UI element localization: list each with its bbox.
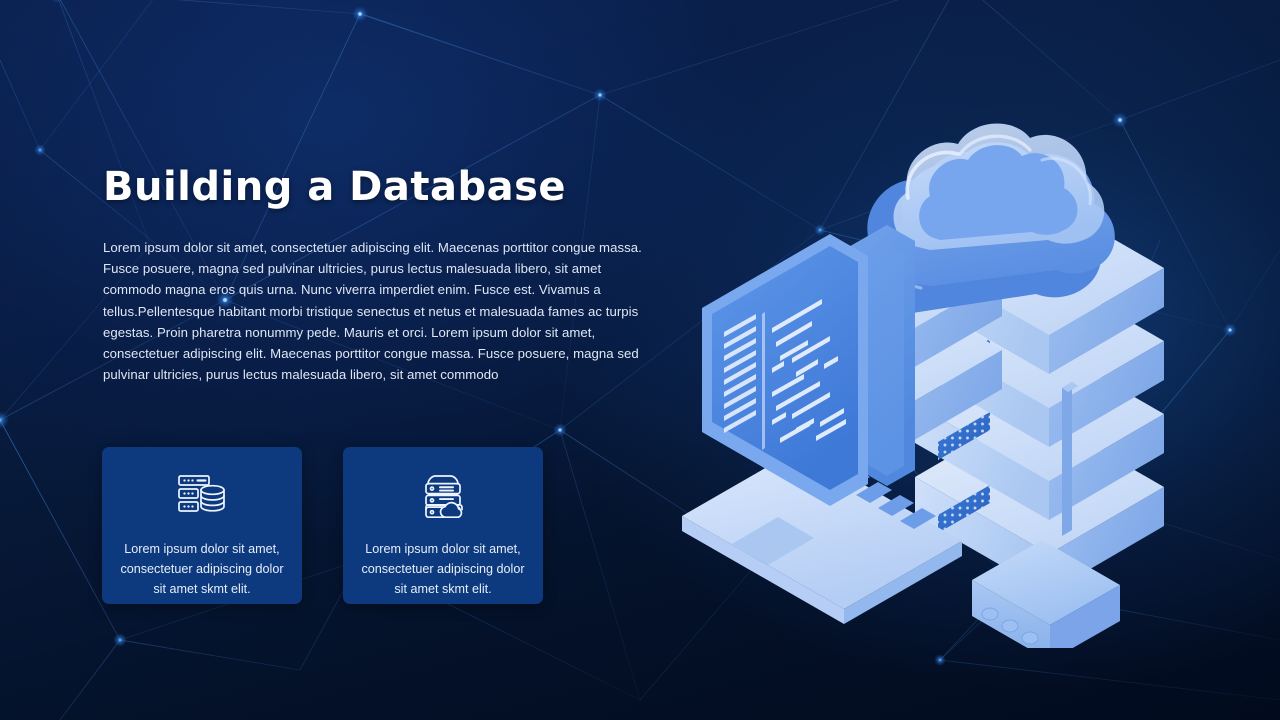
- page-title: Building a Database: [103, 164, 567, 210]
- isometric-cloud-database-illustration: [682, 123, 1164, 648]
- body-paragraph: Lorem ipsum dolor sit amet, consectetuer…: [103, 240, 642, 383]
- laptop-with-code: [682, 234, 962, 624]
- cloud-icon: [856, 123, 1115, 314]
- database-server-icon: [178, 475, 225, 512]
- router-with-antenna: [972, 382, 1120, 648]
- feature-card-1[interactable]: Lorem ipsum dolor sit amet, consectetuer…: [102, 447, 302, 604]
- feature-card-2[interactable]: Lorem ipsum dolor sit amet, consectetuer…: [343, 447, 543, 604]
- feature-card-list: Lorem ipsum dolor sit amet, consectetuer…: [102, 447, 543, 604]
- cloud-server-icon: [425, 475, 463, 519]
- feature-card-2-text: Lorem ipsum dolor sit amet, consectetuer…: [361, 542, 525, 596]
- feature-card-1-text: Lorem ipsum dolor sit amet, consectetuer…: [120, 542, 284, 596]
- text-column: Building a Database Lorem ipsum dolor si…: [103, 165, 648, 385]
